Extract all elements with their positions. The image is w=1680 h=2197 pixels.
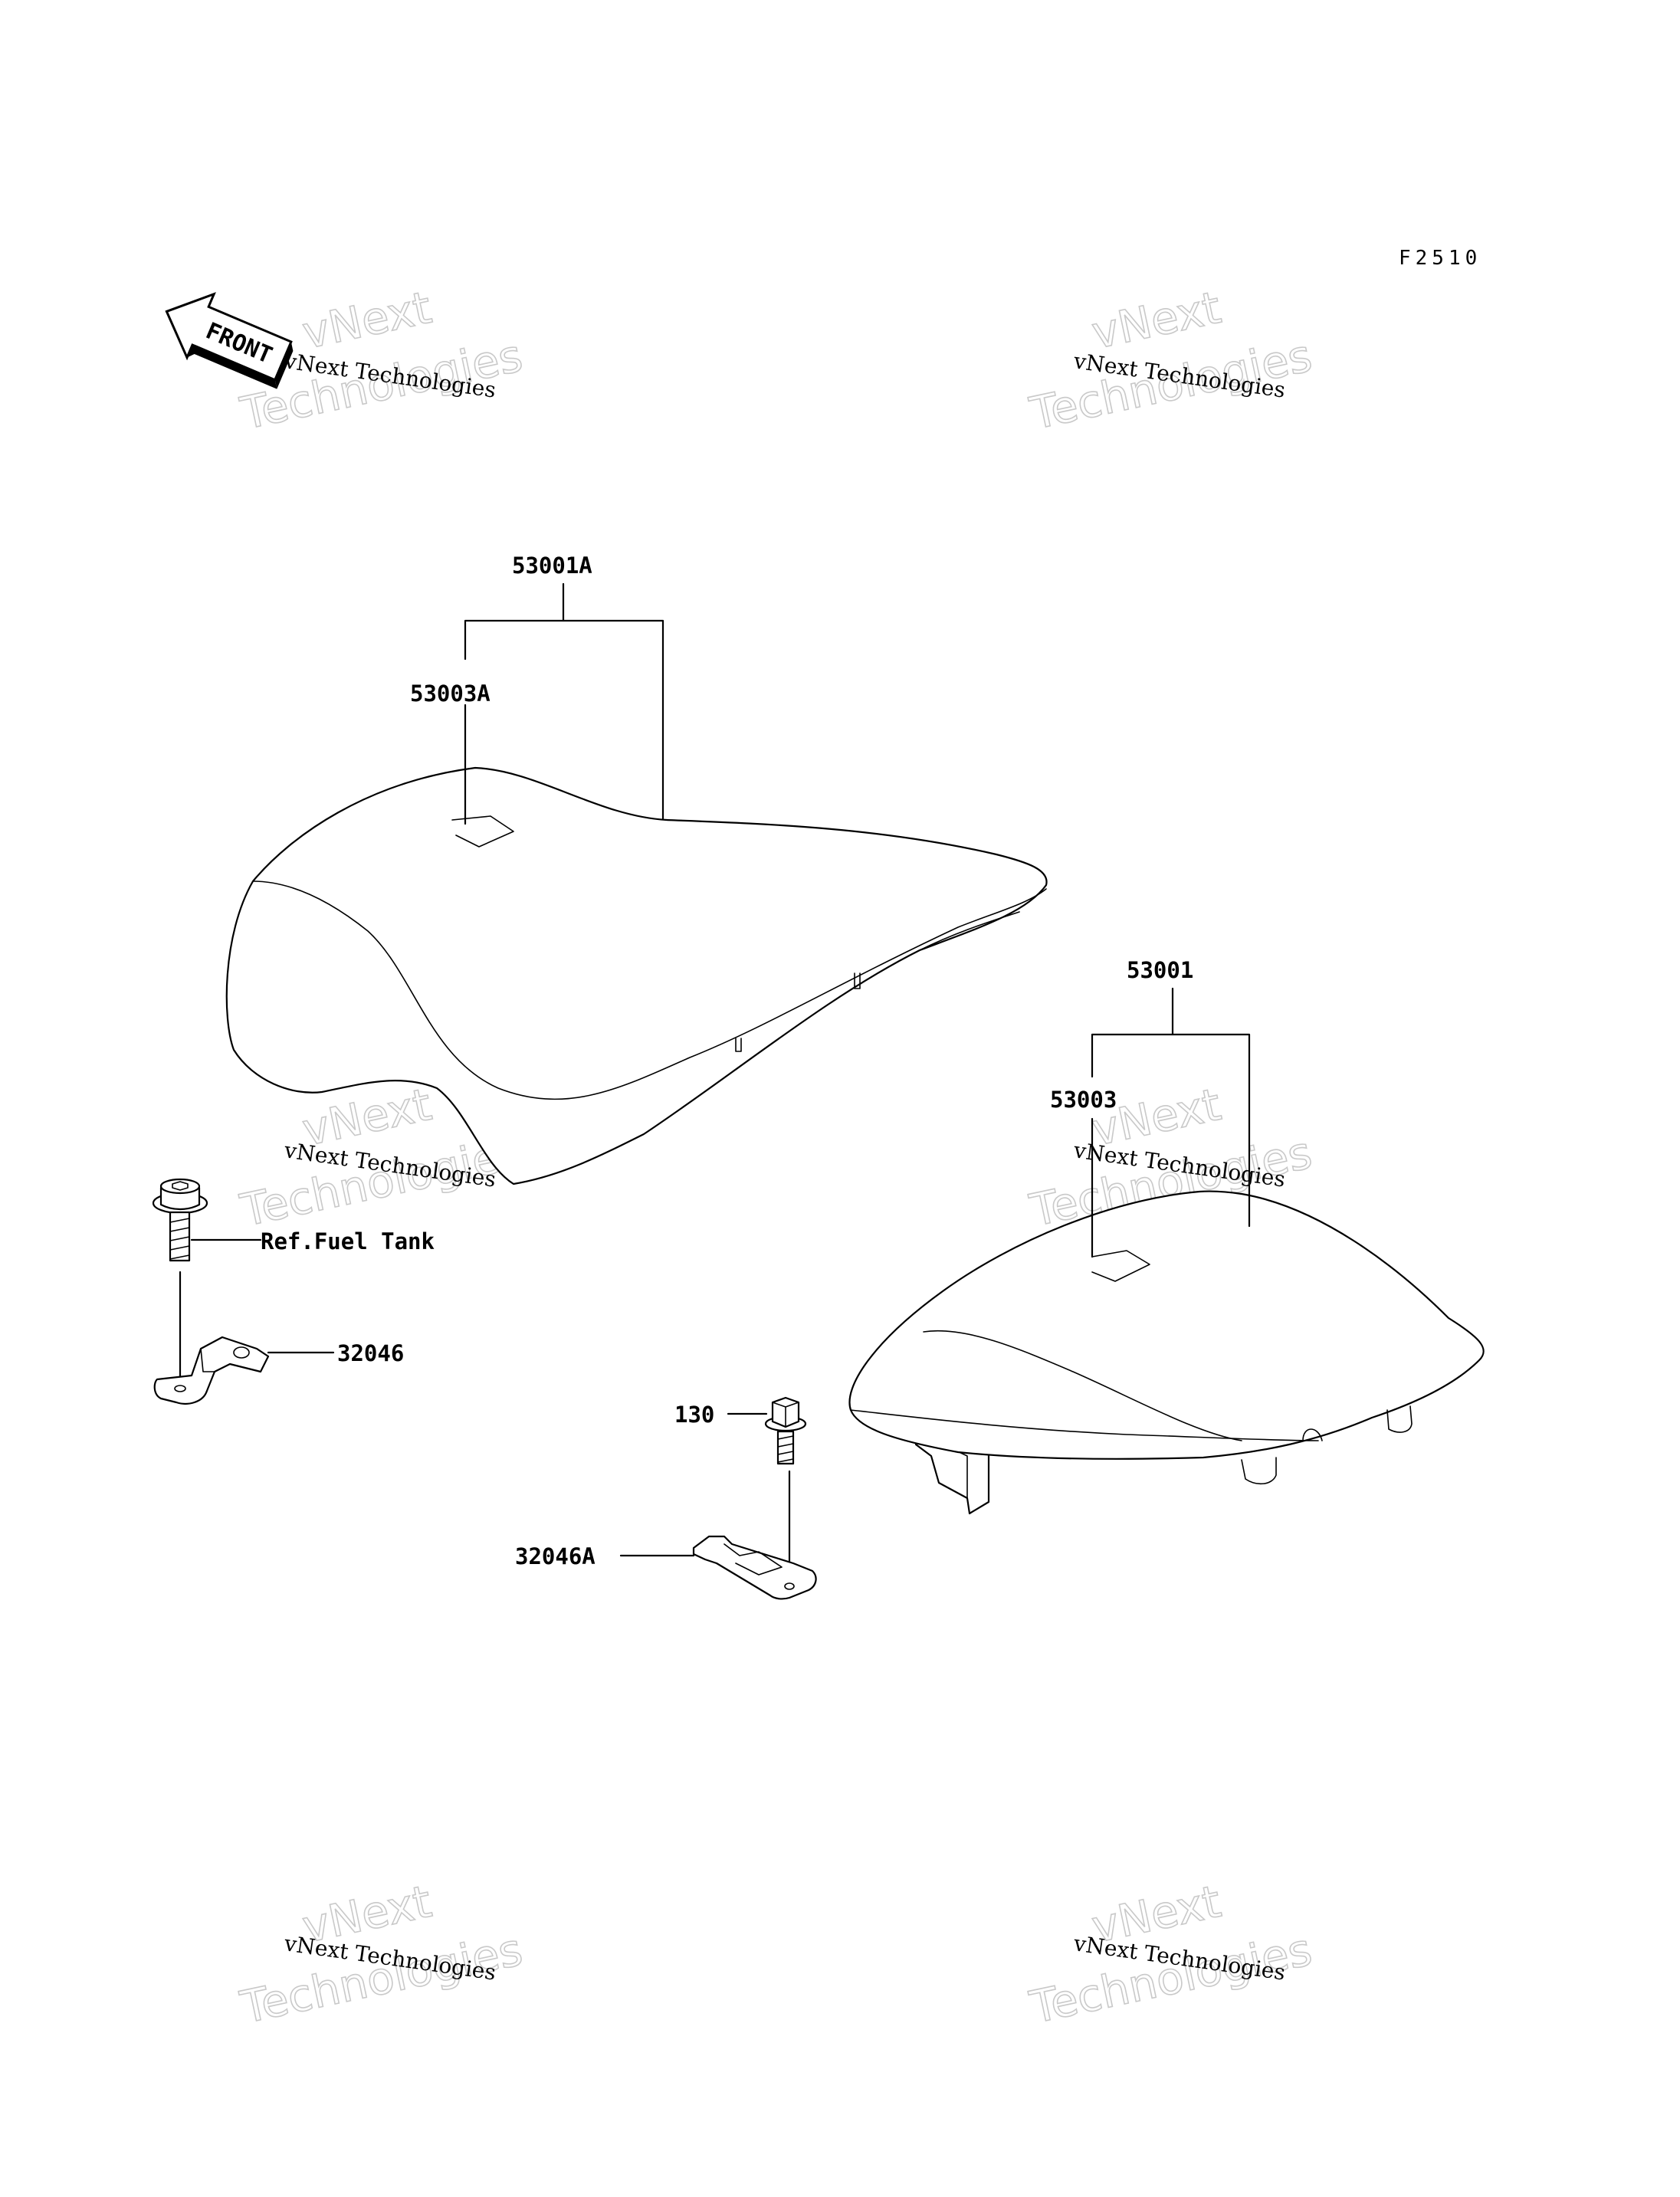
bolt-thread [169, 1218, 190, 1260]
front-arrow-icon: FRONT [165, 292, 294, 389]
bolt-hex-edge [772, 1402, 799, 1428]
rear-seat [848, 1190, 1485, 1515]
bracket-32046 [153, 1336, 270, 1405]
front-seat-body [225, 766, 1048, 1185]
label-130: 130 [674, 1402, 714, 1428]
leader-53001A [464, 582, 664, 825]
bracket-edge [200, 1348, 215, 1372]
bolt-130 [764, 1396, 807, 1465]
bolt-shank [776, 1430, 795, 1465]
label-32046A: 32046A [515, 1543, 596, 1569]
rear-seat-foot [1241, 1457, 1277, 1485]
label-ref-fuel-tank: Ref.Fuel Tank [261, 1228, 435, 1254]
rear-seat-foot [1302, 1428, 1323, 1441]
bracket-hole [233, 1346, 250, 1359]
bracket-hole [174, 1385, 186, 1392]
label-53001A: 53001A [512, 553, 592, 579]
bracket-plate [692, 1535, 817, 1600]
diagram-code: F2510 [1399, 247, 1481, 270]
bolt-head [159, 1186, 201, 1211]
bolt-head-top [159, 1178, 201, 1195]
watermark-bottom-left: vNext Technologies vNext Technologies [235, 1874, 527, 2035]
bolt-thread [777, 1435, 794, 1463]
bracket-slot [724, 1543, 783, 1576]
watermark-top-right: vNext Technologies vNext Technologies [1025, 280, 1317, 441]
front-seat [225, 766, 1048, 1185]
rear-seat-tag [1091, 1250, 1150, 1282]
hex-socket-icon [172, 1181, 189, 1191]
bracket-body [153, 1336, 270, 1405]
front-seat-edge [919, 911, 1020, 951]
rear-seat-lower-seam [850, 1409, 1319, 1441]
rear-seat-foot [1386, 1405, 1413, 1433]
front-seat-peg [854, 972, 861, 989]
label-53003: 53003 [1050, 1087, 1117, 1113]
label-53001: 53001 [1127, 957, 1193, 983]
rear-seat-body [848, 1190, 1485, 1460]
bolt-fuel-tank [152, 1178, 208, 1262]
label-32046: 32046 [337, 1340, 404, 1366]
leader-53001 [1091, 987, 1251, 1258]
front-seat-peg [735, 1038, 742, 1052]
watermark-big-1: vNext [1088, 281, 1226, 359]
front-seat-seam [252, 880, 1047, 1100]
bracket-hole [784, 1582, 795, 1590]
watermark-big-1: vNext [298, 281, 436, 359]
bracket-32046A [692, 1535, 817, 1600]
label-53003A: 53003A [410, 680, 491, 707]
watermark-bottom-right: vNext Technologies vNext Technologies [1025, 1874, 1317, 2035]
rear-seat-seam [923, 1330, 1242, 1441]
front-seat-tag [451, 815, 514, 848]
